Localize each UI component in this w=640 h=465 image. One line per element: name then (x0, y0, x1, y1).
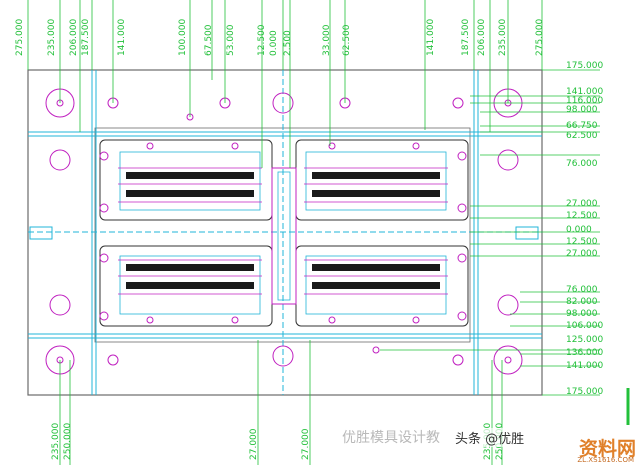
top-dim-label: 53.000 (226, 24, 236, 56)
bottom-dim-label: 27.000 (301, 428, 311, 460)
right-dim-label: 116.000 (566, 96, 603, 106)
top-dim-label: 0.000 (269, 30, 279, 56)
right-dim-label: 141.000 (566, 87, 603, 97)
right-dim-label: 98.000 (566, 309, 598, 319)
dimension-lines (27, 0, 630, 465)
top-dim-label: 67.500 (204, 24, 214, 56)
top-dim-label: 235.000 (47, 19, 57, 56)
top-dim-label: 100.000 (178, 19, 188, 56)
site-logo-watermark: 资料网 (578, 438, 636, 460)
top-dim-label: 187.500 (81, 19, 91, 56)
right-dim-label: 141.000 (566, 361, 603, 371)
right-dim-label: 12.500 (566, 211, 598, 221)
bottom-dim-label: 250.000 (63, 423, 73, 460)
top-dim-label: 62.500 (342, 24, 352, 56)
right-dim-label: 125.000 (566, 335, 603, 345)
bottom-dim-label: 235.000 (51, 423, 61, 460)
bottom-dim-label: 27.000 (249, 428, 259, 460)
top-dim-label: 275.000 (535, 19, 545, 56)
source-watermark: 头条 @优胜 (455, 428, 525, 447)
top-dim-label: 187.500 (461, 19, 471, 56)
right-dim-label: 175.000 (566, 387, 603, 397)
right-dim-label: 175.000 (566, 61, 603, 71)
right-dim-label: 76.000 (566, 285, 598, 295)
top-dim-label: 275.000 (15, 19, 25, 56)
right-dim-label: 76.000 (566, 159, 598, 169)
cavity-blocks (99, 139, 469, 327)
top-dim-label: 206.000 (69, 19, 79, 56)
top-dim-label: 2.500 (283, 30, 293, 56)
top-dim-label: 33.000 (322, 24, 332, 56)
right-dim-label: 0.000 (566, 225, 592, 235)
right-dim-label: 27.000 (566, 249, 598, 259)
cooling-channels (28, 70, 542, 395)
right-dim-label: 12.500 (566, 237, 598, 247)
right-dim-label: 106.000 (566, 321, 603, 331)
top-dim-label: 235.000 (498, 19, 508, 56)
right-dim-label: 66.750 (566, 121, 598, 131)
top-dim-label: 12.500 (257, 24, 267, 56)
right-dim-label: 82.000 (566, 297, 598, 307)
dimension-labels: 275.000 235.000 206.000 187.500 141.000 … (15, 19, 603, 460)
top-dim-label: 206.000 (477, 19, 487, 56)
right-dim-label: 136.000 (566, 348, 603, 358)
channel-watermark: 优胜模具设计教 (342, 430, 440, 446)
right-dim-label: 98.000 (566, 105, 598, 115)
right-dim-label: 62.500 (566, 131, 598, 141)
site-url-watermark: ZL.XS1616.COM (577, 456, 634, 464)
right-dim-label: 27.000 (566, 199, 598, 209)
top-dim-label: 141.000 (117, 19, 127, 56)
top-dim-label: 141.000 (426, 19, 436, 56)
